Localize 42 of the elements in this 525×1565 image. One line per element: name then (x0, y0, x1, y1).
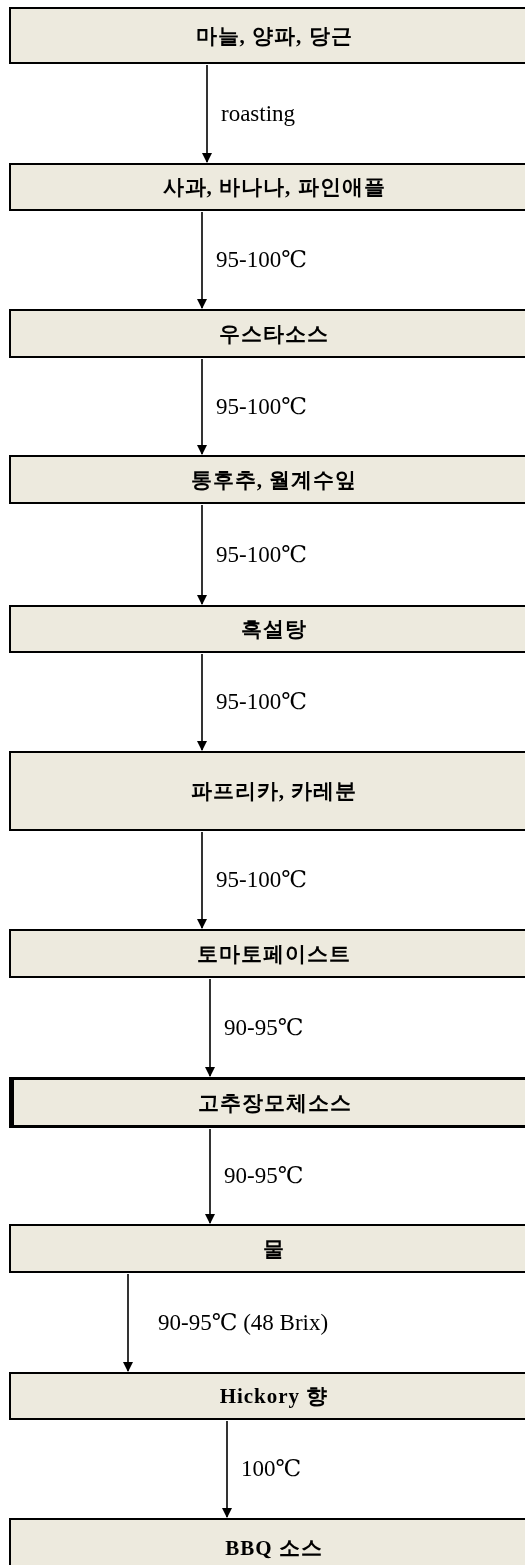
ingredient-text: 마늘, 양파, 당근 (195, 22, 353, 50)
ingredient-text: BBQ 소스 (225, 1535, 323, 1562)
ingredient-text: 통후추, 월계수잎 (190, 466, 358, 494)
arrow (197, 653, 207, 751)
arrow (202, 64, 212, 163)
edge-label: 95-100℃ (216, 392, 307, 421)
process-box (9, 1224, 525, 1273)
ingredient-text: 토마토페이스트 (197, 940, 351, 968)
process-box (9, 1077, 525, 1128)
arrow (222, 1420, 232, 1518)
edge-label: 95-100℃ (216, 688, 307, 716)
arrow (197, 211, 207, 309)
ingredient-text: 사과, 바나나, 파인애플 (162, 174, 386, 201)
process-box (9, 1518, 525, 1565)
arrow (197, 358, 207, 455)
ingredient-text: 파프리카, 카레분 (190, 778, 358, 805)
process-box (9, 605, 525, 653)
process-box (9, 751, 525, 831)
process-box (9, 7, 525, 64)
arrow (123, 1273, 133, 1372)
edge-label: 90-95℃ (224, 1013, 304, 1042)
edge-label: 95-100℃ (216, 866, 307, 894)
edge-label: 90-95℃ (224, 1162, 304, 1190)
edge-label: 95-100℃ (216, 540, 307, 569)
process-box (9, 929, 525, 978)
ingredient-text: 물 (263, 1235, 285, 1263)
process-box (9, 455, 525, 504)
process-box (9, 309, 525, 358)
ingredient-text: 흑설탕 (241, 616, 307, 643)
arrow (205, 978, 215, 1077)
ingredient-text: 우스타소스 (219, 320, 329, 348)
process-box (9, 1372, 525, 1420)
arrow (197, 504, 207, 605)
edge-label: 95-100℃ (216, 246, 307, 274)
process-box (9, 163, 525, 211)
edge-label: 100℃ (241, 1455, 302, 1483)
edge-label: roasting (221, 99, 296, 128)
arrow (205, 1128, 215, 1224)
edge-label: 90-95℃ (48 Brix) (158, 1308, 329, 1337)
arrow (197, 831, 207, 929)
ingredient-text: 고추장모체소스 (198, 1089, 352, 1117)
ingredient-text: Hickory 향 (219, 1383, 329, 1410)
